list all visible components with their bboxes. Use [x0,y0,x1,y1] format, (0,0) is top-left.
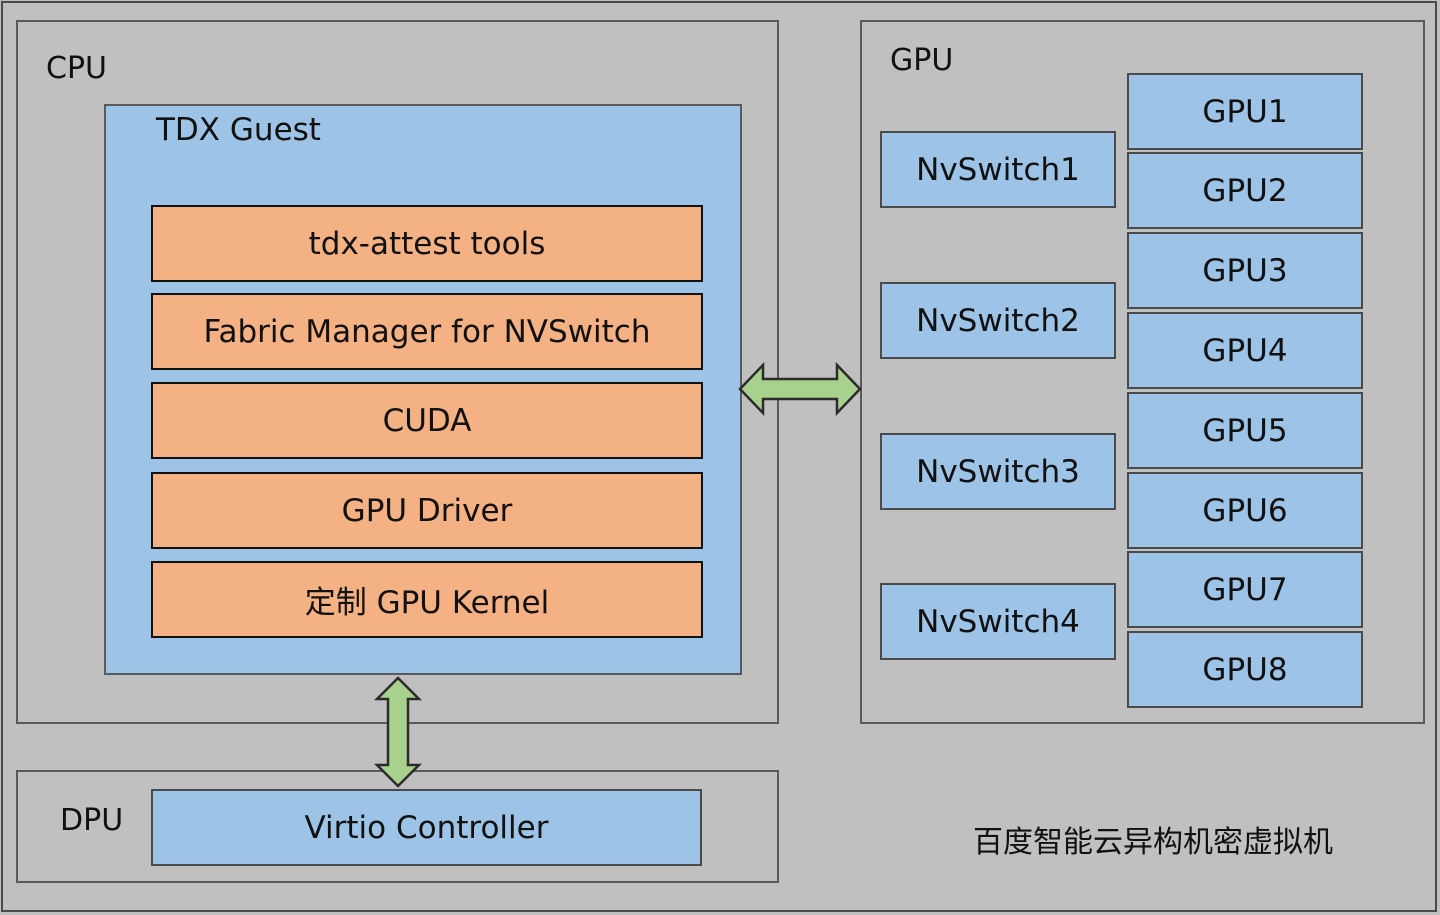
gpu-label: GPU [890,43,954,78]
nvswitch-2: NvSwitch2 [880,282,1116,359]
nvswitch-4: NvSwitch4 [880,583,1116,660]
dpu-label: DPU [60,803,124,838]
tdx-guest-box: TDX Guest tdx-attest tools Fabric Manage… [104,104,742,675]
cpu-label: CPU [46,51,107,86]
gpu-6: GPU6 [1127,472,1363,549]
gpu-5: GPU5 [1127,392,1363,469]
gpu-1: GPU1 [1127,73,1363,150]
virtio-controller: Virtio Controller [151,789,702,866]
layer-cuda: CUDA [151,382,703,459]
nvswitch-3: NvSwitch3 [880,433,1116,510]
layer-gpu-driver: GPU Driver [151,472,703,549]
cpu-gpu-double-arrow [738,361,862,417]
gpu-region: GPU NvSwitch1 NvSwitch2 NvSwitch3 NvSwit… [860,20,1425,724]
gpu-4: GPU4 [1127,312,1363,389]
nvswitch-1: NvSwitch1 [880,131,1116,208]
gpu-7: GPU7 [1127,551,1363,628]
gpu-3: GPU3 [1127,232,1363,309]
footer-caption: 百度智能云异构机密虚拟机 [973,825,1333,860]
gpu-2: GPU2 [1127,152,1363,229]
gpu-8: GPU8 [1127,631,1363,708]
cpu-region: CPU TDX Guest tdx-attest tools Fabric Ma… [16,20,779,724]
guest-dpu-double-arrow [373,676,423,788]
layer-fabric-manager: Fabric Manager for NVSwitch [151,293,703,370]
dpu-region: DPU Virtio Controller [16,770,779,883]
layer-tdx-attest-tools: tdx-attest tools [151,205,703,282]
tdx-guest-label: TDX Guest [156,112,321,148]
layer-custom-gpu-kernel: 定制 GPU Kernel [151,561,703,638]
